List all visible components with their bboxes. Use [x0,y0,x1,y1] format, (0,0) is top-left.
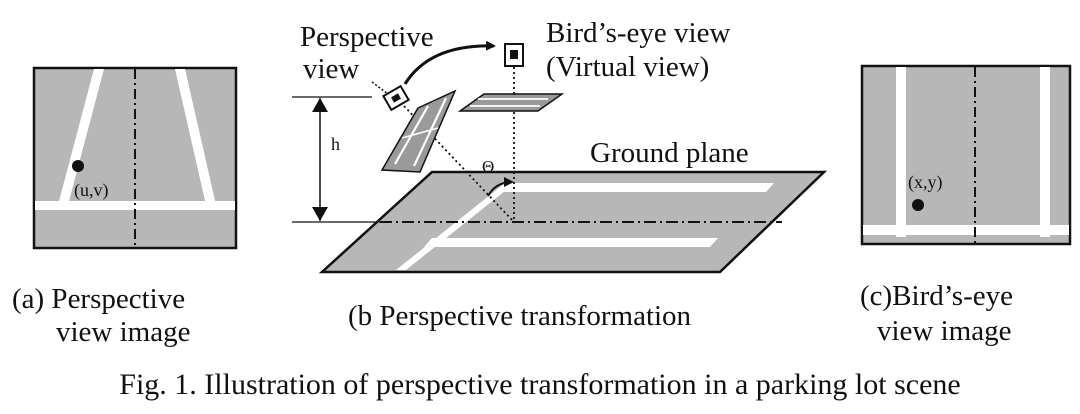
perspective-camera-lead [371,81,389,95]
panel-c-caption-line1: (c)Bird’s-eye [860,280,1013,312]
panel-c-point [912,199,924,211]
panel-c-stop-line [863,225,1069,235]
panel-c-right-lane-line [1040,67,1050,237]
height-arrow-bottom [312,207,328,221]
panel-c-left-lane-line [896,67,906,237]
panel-a-caption-line2: view image [56,316,190,348]
panel-a-point-label: (u,v) [74,180,109,201]
ground-diagonal-stripe [396,183,515,270]
perspective-image-plane [380,89,457,173]
panel-a-point [72,160,84,172]
panel-a-perspective-image: (u,v) [32,66,238,250]
birdseye-image-plane [457,93,565,112]
panel-b-transformation: h Θ Perspective view Bird’s-eye view (Vi… [292,17,828,274]
panel-c-birdseye-image: (x,y) [860,64,1072,246]
angle-arc [487,177,514,197]
panel-c-point-label: (x,y) [908,172,943,193]
height-label: h [331,134,340,154]
ground-plane-label: Ground plane [590,137,749,169]
perspective-plane-stripe-2 [413,97,447,167]
view-transfer-arrow [403,40,496,85]
figure-caption: Fig. 1. Illustration of perspective tran… [119,368,960,401]
panel-a-right-lane-line [175,69,216,205]
panel-b-caption: (b Perspective transformation [348,300,692,332]
panel-a-left-lane-line [58,69,104,205]
panel-a-caption-line1: (a) Perspective [12,283,185,315]
perspective-view-label-line1: Perspective [300,21,434,53]
panel-c-caption-line2: view image [877,315,1011,347]
panel-c-frame [860,64,1072,246]
perspective-view-label-line2: view [303,53,359,85]
birdseye-view-label-line2: (Virtual view) [546,51,709,83]
ground-lower-stripe [424,238,718,247]
height-arrow-top [312,98,328,112]
ground-upper-stripe [498,183,774,192]
perspective-camera-icon [381,84,411,112]
birdseye-camera-lens [510,50,518,59]
birdseye-view-label-line1: Bird’s-eye view [546,17,730,49]
perspective-plane-crossline [401,127,439,139]
angle-label: Θ [482,157,494,176]
panel-a-stop-line [35,201,235,210]
